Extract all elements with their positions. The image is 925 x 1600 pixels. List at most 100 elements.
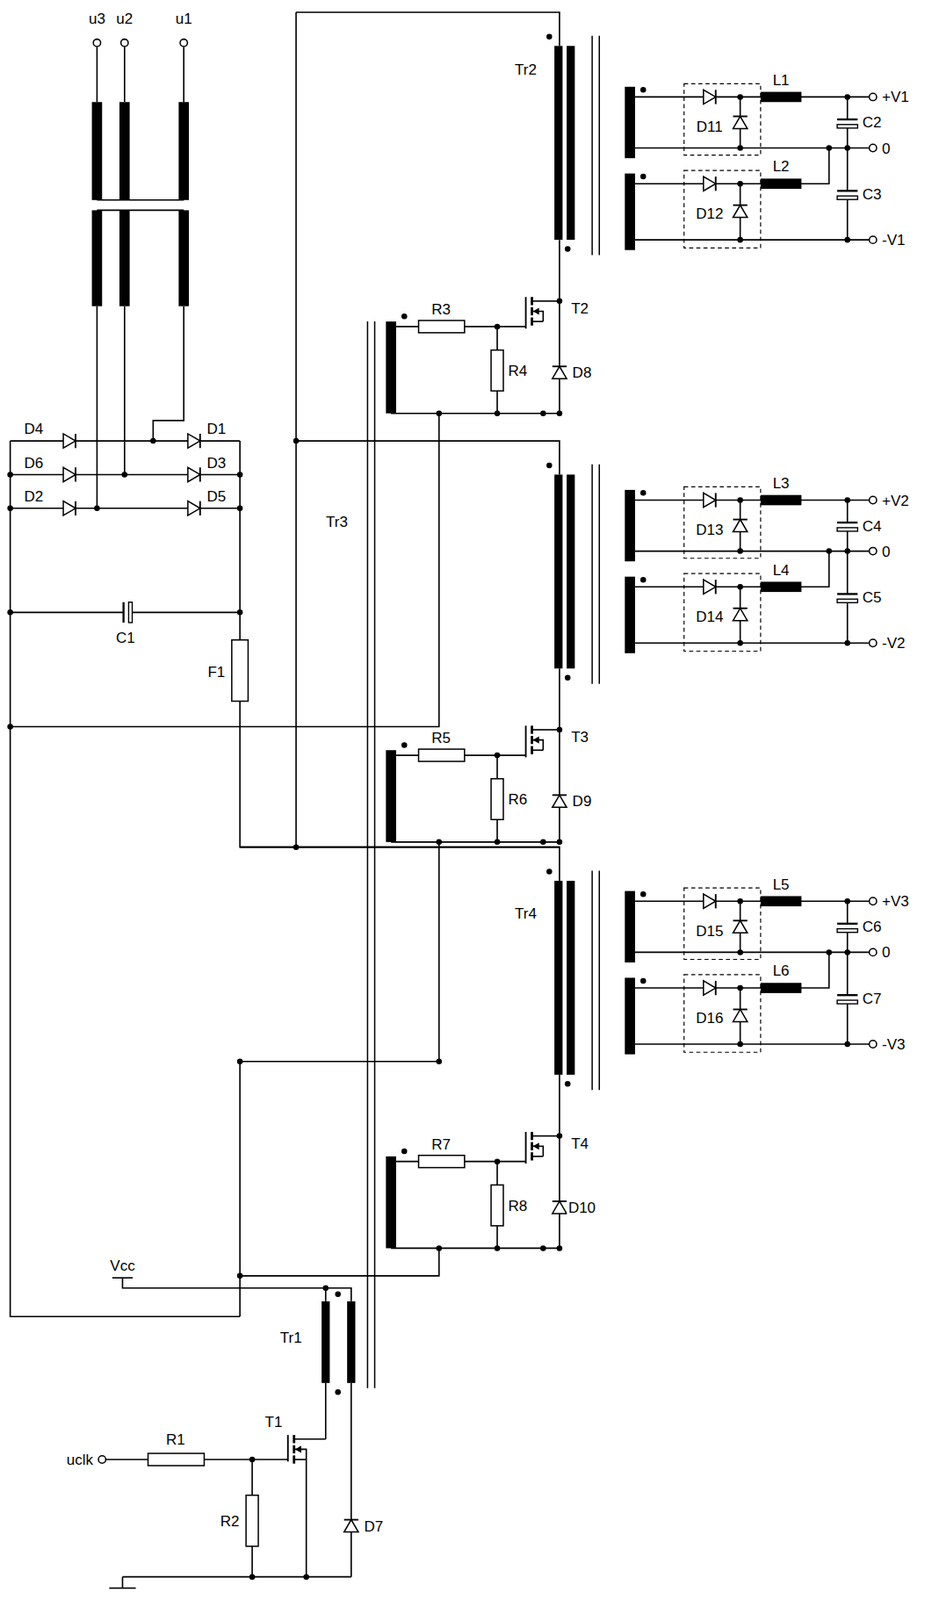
part-label: +V2	[881, 492, 911, 508]
part-label: R3	[430, 302, 452, 318]
transformer-core	[598, 870, 600, 1091]
part-label: R6	[506, 792, 528, 808]
junction-dot	[564, 674, 571, 681]
wire	[558, 668, 561, 843]
junction-dot	[401, 1149, 408, 1156]
diode-bar	[552, 365, 567, 368]
part-label: D5	[206, 488, 228, 504]
diode-symbol	[63, 433, 76, 449]
transformer-core	[367, 321, 369, 1389]
transformer-core	[598, 464, 600, 685]
transformer-winding	[624, 577, 636, 654]
part-label: R4	[506, 362, 528, 378]
junction-dot	[640, 173, 647, 181]
diode-bar	[732, 204, 747, 207]
wire	[294, 1438, 326, 1441]
part-label: C6	[861, 919, 883, 935]
diode-bar	[715, 894, 717, 909]
transformer-winding	[119, 209, 131, 306]
diode-module-outline	[684, 486, 761, 558]
transformer-winding	[321, 1301, 330, 1384]
schematic-group	[7, 12, 877, 1590]
part-label: u1	[174, 10, 194, 26]
junction-dot	[237, 505, 244, 513]
part-label: Tr3	[325, 513, 349, 529]
wire	[350, 1383, 353, 1578]
wire	[532, 749, 544, 752]
junction-dot	[540, 1245, 547, 1252]
junction-dot	[564, 1081, 571, 1088]
part-label: -V2	[881, 635, 906, 651]
capacitor-plate	[837, 599, 858, 603]
mosfet-channel	[530, 725, 534, 734]
diode-symbol	[344, 1520, 359, 1533]
junction-dot	[293, 438, 300, 445]
junction-dot	[844, 237, 851, 244]
part-label: R5	[430, 730, 452, 746]
mosfet-gate	[525, 296, 528, 329]
part-label: 0	[881, 945, 891, 961]
terminal-circle	[180, 39, 188, 47]
junction-dot	[737, 898, 744, 905]
diode-body	[703, 894, 716, 909]
wire	[305, 1459, 308, 1578]
diode-symbol	[703, 176, 716, 191]
part-label: T3	[570, 729, 590, 745]
transformer-winding	[554, 881, 563, 1076]
wire	[239, 842, 440, 1317]
wire	[635, 147, 874, 150]
capacitor-symbol	[837, 522, 858, 532]
wire	[635, 1043, 874, 1046]
part-label: D13	[694, 522, 724, 538]
junction-dot	[540, 839, 547, 846]
resistor-symbol	[419, 1156, 465, 1169]
part-label: D12	[694, 205, 724, 221]
diode-symbol	[732, 115, 747, 129]
diode-symbol	[187, 433, 201, 449]
part-label: D1	[206, 421, 228, 437]
mosfet-symbol	[526, 1132, 540, 1164]
diode-bar	[344, 1519, 359, 1522]
diode-symbol	[703, 894, 716, 909]
diode-symbol	[703, 981, 716, 996]
diode-bar	[199, 467, 202, 482]
junction-dot	[737, 93, 744, 101]
junction-dot	[640, 86, 647, 94]
wires	[10, 12, 874, 1590]
diode-symbol	[732, 520, 747, 533]
capacitor-plate	[837, 994, 858, 997]
terminal-circle	[869, 144, 877, 152]
diode-body	[703, 176, 716, 191]
part-label: C1	[115, 630, 137, 646]
transformer-winding	[554, 45, 563, 240]
part-label: +V3	[881, 894, 911, 910]
part-label: Tr2	[513, 62, 538, 78]
diode-body	[732, 115, 747, 129]
part-label: Tr4	[513, 906, 538, 922]
transformer-winding	[624, 86, 636, 159]
junction-dot	[540, 410, 547, 417]
junction-dot	[494, 324, 501, 331]
wire	[296, 12, 560, 46]
part-label: C7	[861, 990, 883, 1006]
inductor-symbol	[760, 982, 802, 994]
transformer-winding	[624, 977, 636, 1055]
diode-body	[63, 501, 76, 516]
diode-bar	[552, 1200, 567, 1203]
mosfet-channel	[530, 1142, 534, 1151]
wire	[239, 847, 560, 882]
mosfet-gate	[525, 1132, 528, 1164]
capacitor-plate	[837, 592, 858, 595]
diode-symbol	[732, 920, 747, 933]
wire	[122, 1278, 351, 1302]
wire	[532, 300, 560, 303]
mosfet-symbol	[288, 1435, 302, 1465]
mosfet-gate	[525, 725, 528, 758]
transformer-core	[591, 36, 593, 256]
junction-dot	[737, 237, 744, 244]
terminal-circle	[869, 496, 877, 504]
capacitor-plate	[837, 195, 858, 200]
diode-body	[552, 794, 567, 808]
